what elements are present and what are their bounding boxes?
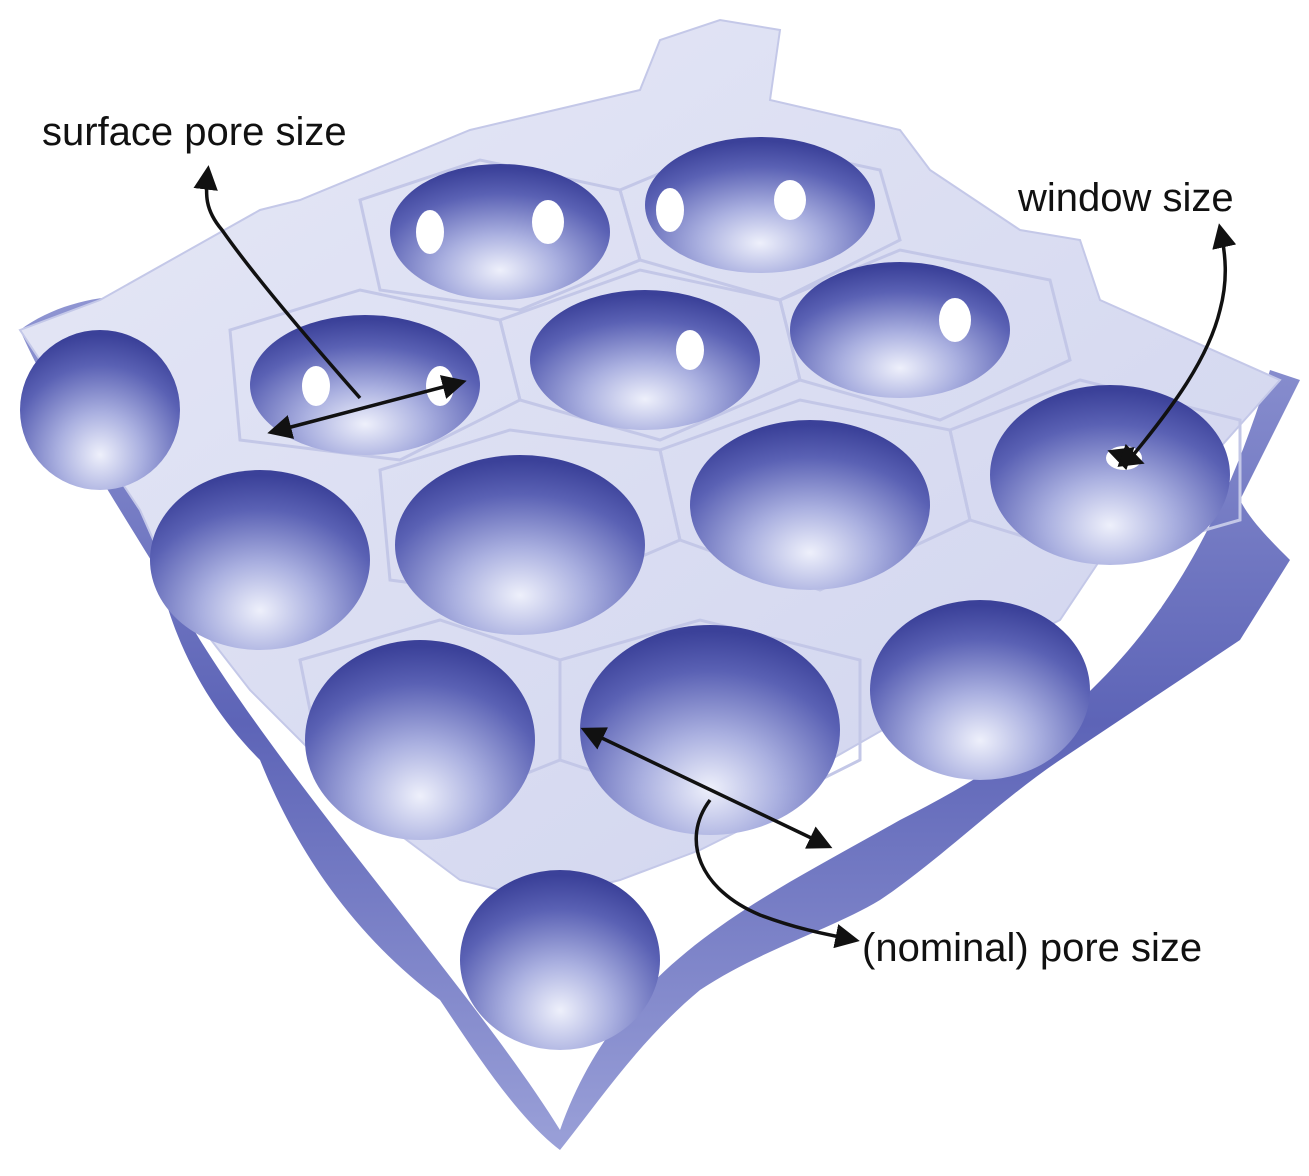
pore [305,640,535,840]
window [676,330,704,370]
pore [530,290,760,430]
window [774,180,806,220]
window [939,298,971,342]
pore [870,600,1090,780]
pore [460,870,660,1050]
window [656,188,684,232]
window [532,200,564,244]
surface-pore-size-label: surface pore size [42,112,347,152]
pore [150,470,370,650]
nominal-pore-size-label: (nominal) pore size [862,928,1202,968]
pore [395,455,645,635]
window [416,210,444,254]
pore [20,330,180,490]
pore [790,262,1010,398]
pore [580,625,840,835]
window [302,366,330,406]
pore [990,385,1230,565]
window [1118,595,1162,615]
pore [690,420,930,590]
window-size-label: window size [1018,178,1234,218]
window [768,828,812,848]
